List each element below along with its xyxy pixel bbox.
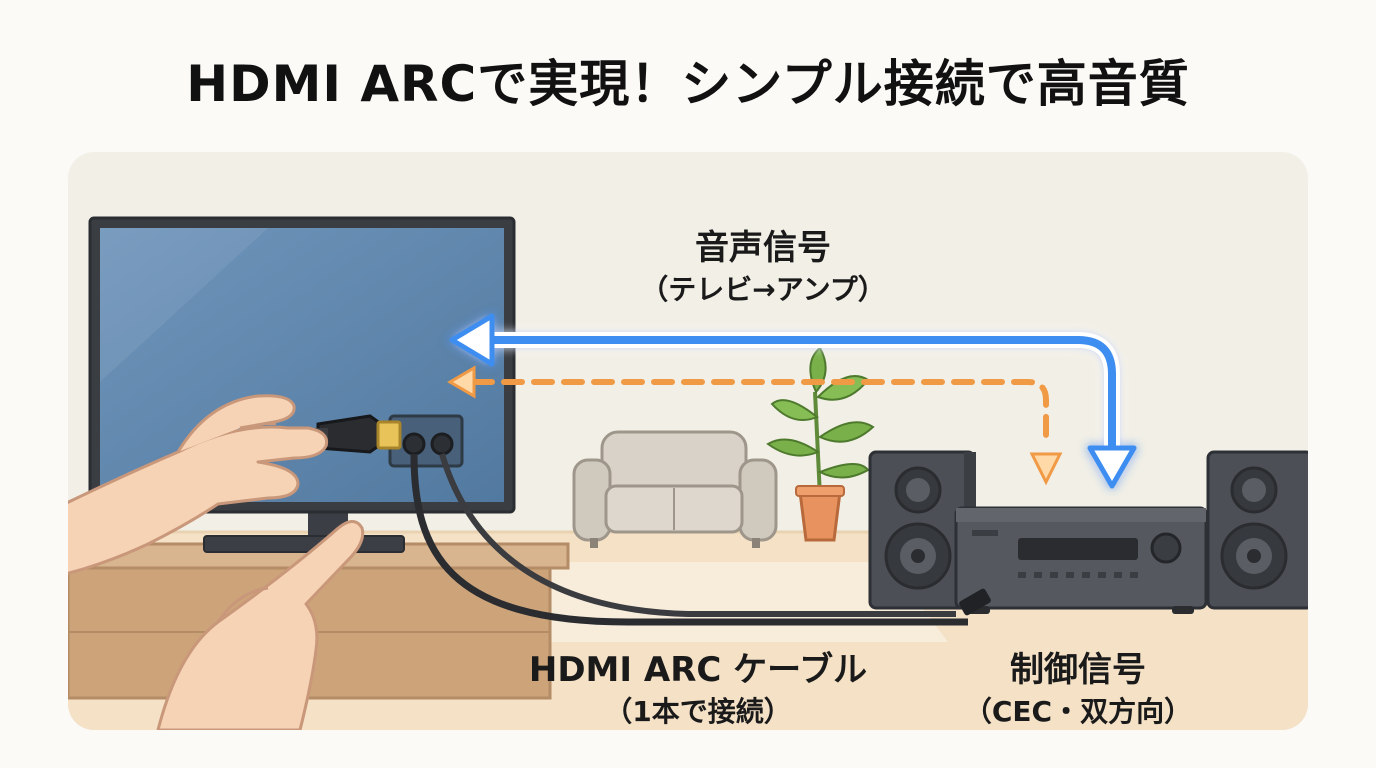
control-detail-label: （CEC・双方向） — [963, 695, 1193, 728]
control-signal-arrow — [447, 365, 1063, 486]
hand-holding-plug — [68, 394, 402, 575]
potted-plant — [766, 346, 875, 542]
page-title: HDMI ARCで実現！シンプル接続で高音質 — [186, 55, 1190, 113]
pointing-hand — [156, 520, 365, 730]
cable-name-label: HDMI ARC ケーブル — [528, 650, 868, 690]
hdmi-cable-2 — [439, 453, 956, 617]
diagram-illustration — [68, 216, 1308, 730]
hdmi-plug-receiver — [959, 588, 991, 616]
av-receiver — [954, 506, 1208, 614]
sofa — [572, 430, 778, 548]
right-speaker — [1206, 450, 1308, 610]
audio-signal-arrow — [449, 313, 1137, 489]
control-signal-label: 制御信号 — [1010, 650, 1146, 690]
audio-direction-label: （テレビ→アンプ） — [640, 273, 886, 306]
cable-note-label: （1本で接続） — [604, 695, 792, 728]
audio-signal-label: 音声信号 — [695, 228, 831, 268]
hdmi-cable-1 — [410, 453, 968, 626]
living-room-scene: 音声信号 （テレビ→アンプ） HDMI ARC ケーブル （1本で接続） 制御信… — [68, 152, 1308, 730]
